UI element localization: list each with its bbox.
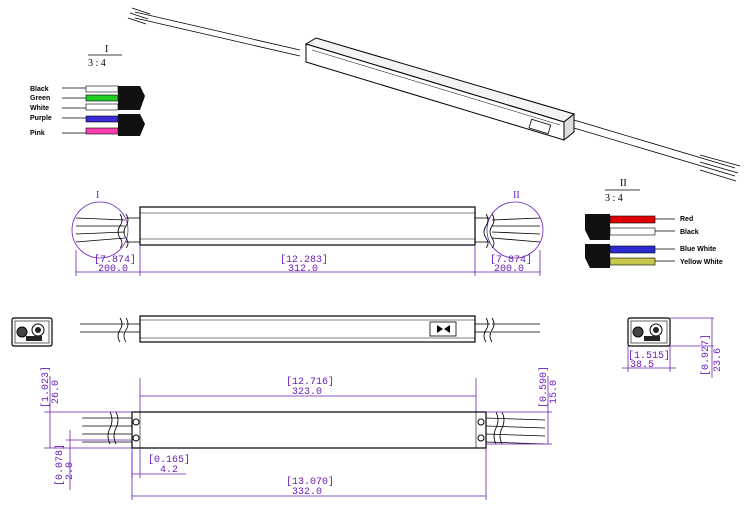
isometric-view: [127, 7, 741, 182]
detail-ii-scale: 3 : 4: [605, 193, 623, 204]
top-view: I II [7.874] 200.0 [12.283] 312.0 [7.874: [71, 190, 544, 276]
led-driver-body-bottom: [131, 411, 487, 449]
left-height-mm: 26.0: [51, 380, 62, 404]
detail-ii: II 3 : 4 Red Black Blue White Yellow Whi…: [585, 178, 723, 268]
dim-left-in: [7.874]: [94, 254, 136, 266]
end-height-in: [0.927]: [700, 334, 712, 376]
callout-ii: II: [513, 190, 520, 201]
end-view-left: [11, 317, 53, 347]
detail-ii-title: II: [620, 178, 627, 189]
right-height-in: [0.590]: [538, 366, 550, 408]
side-view: [80, 315, 540, 343]
dim-right-mm: 200.0: [494, 264, 524, 275]
dim-left-mm: 200.0: [98, 264, 128, 275]
bottom-outer-mm: 332.0: [292, 487, 322, 498]
led-driver-body-top: [139, 206, 476, 246]
left-small-in: [0.078]: [54, 444, 66, 486]
end-height-mm: 23.6: [713, 348, 724, 372]
hole-mm: 4.2: [160, 465, 178, 476]
callout-i: I: [96, 190, 99, 201]
dim-center-mm: 312.0: [288, 264, 318, 275]
bottom-outer-in: [13.070]: [286, 476, 334, 488]
bottom-inner-in: [12.716]: [286, 376, 334, 388]
wire-label-purple: Purple: [30, 115, 52, 122]
bottom-view: [12.716] 323.0 [1.023] 26.0 [0.078] 2.0: [40, 366, 560, 500]
bottom-inner-mm: 323.0: [292, 387, 322, 398]
detail-i: I 3 : 4 Black Green White Purple Pink: [30, 44, 145, 137]
led-driver-body-side: [139, 315, 476, 343]
detail-i-title: I: [105, 44, 108, 55]
wire-label-blue-white: Blue White: [680, 246, 716, 253]
hole-in: [0.165]: [148, 454, 190, 466]
dim-center-in: [12.283]: [280, 254, 328, 266]
wire-label-pink: Pink: [30, 130, 45, 137]
wire-label-black-ii: Black: [680, 229, 699, 236]
end-width-in: [1.515]: [628, 350, 670, 362]
wire-label-white: White: [30, 105, 49, 112]
wire-label-black: Black: [30, 86, 49, 93]
end-view-right: [1.515] 38.5 [0.927] 23.6: [622, 317, 724, 378]
left-small-mm: 2.0: [65, 462, 76, 480]
end-width-mm: 38.5: [630, 360, 654, 371]
left-height-in: [1.023]: [40, 366, 52, 408]
dim-right-in: [7.874]: [490, 254, 532, 266]
right-height-mm: 15.0: [549, 380, 560, 404]
wire-label-green: Green: [30, 95, 50, 102]
wire-label-yellow-white: Yellow White: [680, 259, 723, 266]
detail-i-scale: 3 : 4: [88, 58, 106, 69]
wire-label-red: Red: [680, 216, 693, 223]
